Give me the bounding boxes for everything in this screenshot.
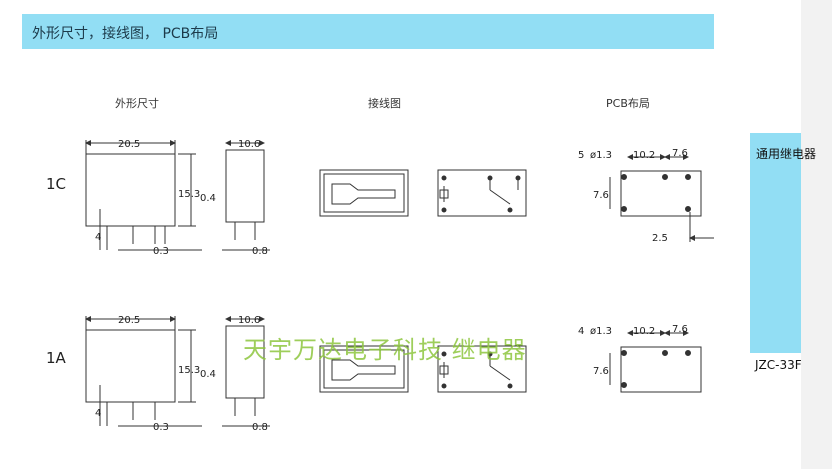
wiring-diagram-1c xyxy=(319,169,527,217)
dim-width-1c: 20.5 xyxy=(118,139,140,150)
outline-drawing-1a xyxy=(85,316,270,427)
dim-pin-len-1c: 4 xyxy=(95,232,101,243)
dim-pin-1a: 0.8 xyxy=(252,422,268,433)
pcb-layout-1c xyxy=(609,154,714,242)
outline-drawing-1c xyxy=(85,140,270,251)
row-label-1a: 1A xyxy=(46,349,66,367)
pcb-d1-1a: 10.2 xyxy=(633,326,655,337)
pcb-d2-1a: 7.6 xyxy=(672,324,688,335)
pcb-d4-1c: 2.5 xyxy=(652,233,668,244)
pcb-d1-1c: 10.2 xyxy=(633,150,655,161)
dim-depth-1a: 10.6 xyxy=(238,315,260,326)
dim-pitch-1c: 0.3 xyxy=(153,246,169,257)
dim-pin-1c: 0.8 xyxy=(252,246,268,257)
pcb-layout-1a xyxy=(609,330,702,393)
sidebar-panel xyxy=(750,133,801,353)
column-header-outline: 外形尺寸 xyxy=(115,97,159,110)
pcb-hole-count-1a: 4 xyxy=(578,326,584,337)
sidebar-title: 通用继电器 xyxy=(756,147,817,161)
dim-pitch-1a: 0.3 xyxy=(153,422,169,433)
sidebar-background xyxy=(801,0,832,469)
pcb-hole-dia-1c: ø1.3 xyxy=(590,150,612,161)
column-header-pcb: PCB布局 xyxy=(606,97,650,110)
sidebar-model: JZC-33F xyxy=(755,358,802,372)
section-title: 外形尺寸，接线图， PCB布局 xyxy=(32,26,219,42)
dim-height-1a: 15.3 xyxy=(178,365,200,376)
column-header-wiring: 接线图 xyxy=(368,97,401,110)
wiring-diagram-1a xyxy=(319,345,527,393)
dim-width-1a: 20.5 xyxy=(118,315,140,326)
section-header: 外形尺寸，接线图， PCB布局 xyxy=(22,14,714,49)
pcb-d3-1a: 7.6 xyxy=(593,366,609,377)
pcb-hole-count-1c: 5 xyxy=(578,150,584,161)
watermark-text: 天宇万达电子科技 继电器 xyxy=(243,336,527,364)
dim-pin-len-1a: 4 xyxy=(95,408,101,419)
pcb-d3-1c: 7.6 xyxy=(593,190,609,201)
row-label-1c: 1C xyxy=(46,175,67,193)
dim-height-1c: 15.3 xyxy=(178,189,200,200)
pcb-d2-1c: 7.6 xyxy=(672,148,688,159)
dim-depth-1c: 10.6 xyxy=(238,139,260,150)
dim-side-1a: 0.4 xyxy=(200,369,216,380)
dim-side-1c: 0.4 xyxy=(200,193,216,204)
pcb-hole-dia-1a: ø1.3 xyxy=(590,326,612,337)
